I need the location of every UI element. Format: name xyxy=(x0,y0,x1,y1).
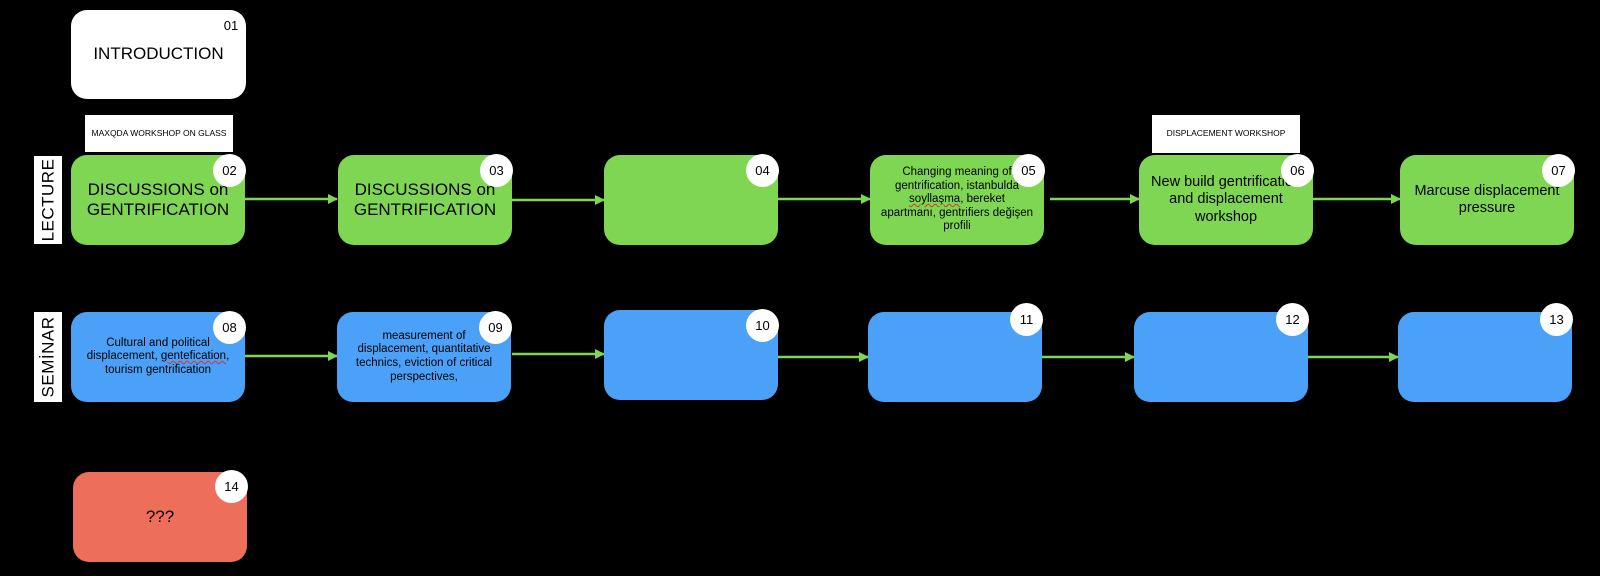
extra-14-label: ??? xyxy=(145,506,175,526)
seminar-11-number: 11 xyxy=(1010,303,1043,336)
displacement-workshop-note: DISPLACEMENT WORKSHOP xyxy=(1152,115,1300,153)
seminar-13-number: 13 xyxy=(1540,303,1573,336)
seminar-12-number: 12 xyxy=(1276,303,1309,336)
lecture-05-number: 05 xyxy=(1012,154,1045,187)
extra-14-number: 14 xyxy=(215,470,248,503)
extra-card-14[interactable]: ??? 14 xyxy=(73,470,248,562)
seminar-card-08[interactable]: Cultural and political displacement, gen… xyxy=(71,311,246,402)
seminar-row-label: SEMİNAR xyxy=(34,312,62,402)
lecture-02-number: 02 xyxy=(213,154,246,187)
seminar-card-11[interactable]: 11 xyxy=(868,303,1043,402)
intro-number-badge: 01 xyxy=(223,17,239,33)
intro-label: INTRODUCTION xyxy=(93,44,224,64)
seminar-09-label: measurement of displacement, quantitativ… xyxy=(355,329,493,383)
lecture-card-07[interactable]: Marcuse displacement pressure 07 xyxy=(1400,154,1575,245)
seminar-card-13[interactable]: 13 xyxy=(1398,303,1573,402)
lecture-03-number: 03 xyxy=(480,154,513,187)
lecture-06-number: 06 xyxy=(1281,154,1314,187)
seminar-card-12[interactable]: 12 xyxy=(1134,303,1309,402)
seminar-10-number: 10 xyxy=(746,309,779,342)
lecture-card-06[interactable]: New build gentrification and displacemen… xyxy=(1139,154,1314,245)
lecture-05-label: Changing meaning of gentrification, ista… xyxy=(880,166,1034,233)
lecture-card-02[interactable]: DISCUSSIONS on GENTRIFICATION 02 xyxy=(71,154,246,245)
maxqda-workshop-note: MAXQDA WORKSHOP ON GLASS xyxy=(85,115,233,152)
seminar-card-10[interactable]: 10 xyxy=(604,309,779,400)
lecture-card-03[interactable]: DISCUSSIONS on GENTRIFICATION 03 xyxy=(338,154,513,245)
lecture-row-label: LECTURE xyxy=(34,156,62,244)
intro-card[interactable]: INTRODUCTION 01 xyxy=(71,10,246,99)
lecture-card-05[interactable]: Changing meaning of gentrification, ista… xyxy=(870,154,1045,245)
seminar-09-number: 09 xyxy=(479,311,512,344)
lecture-07-label: Marcuse displacement pressure xyxy=(1414,182,1560,216)
seminar-08-label: Cultural and political displacement, gen… xyxy=(86,336,230,376)
lecture-03-label: DISCUSSIONS on GENTRIFICATION xyxy=(353,179,497,219)
lecture-04-number: 04 xyxy=(746,154,779,187)
lecture-02-label: DISCUSSIONS on GENTRIFICATION xyxy=(86,179,230,219)
seminar-08-number: 08 xyxy=(213,311,246,344)
lecture-06-label: New build gentrification and displacemen… xyxy=(1151,174,1301,225)
seminar-card-09[interactable]: measurement of displacement, quantitativ… xyxy=(337,311,512,402)
lecture-07-number: 07 xyxy=(1542,154,1575,187)
lecture-card-04[interactable]: 04 xyxy=(604,154,779,245)
